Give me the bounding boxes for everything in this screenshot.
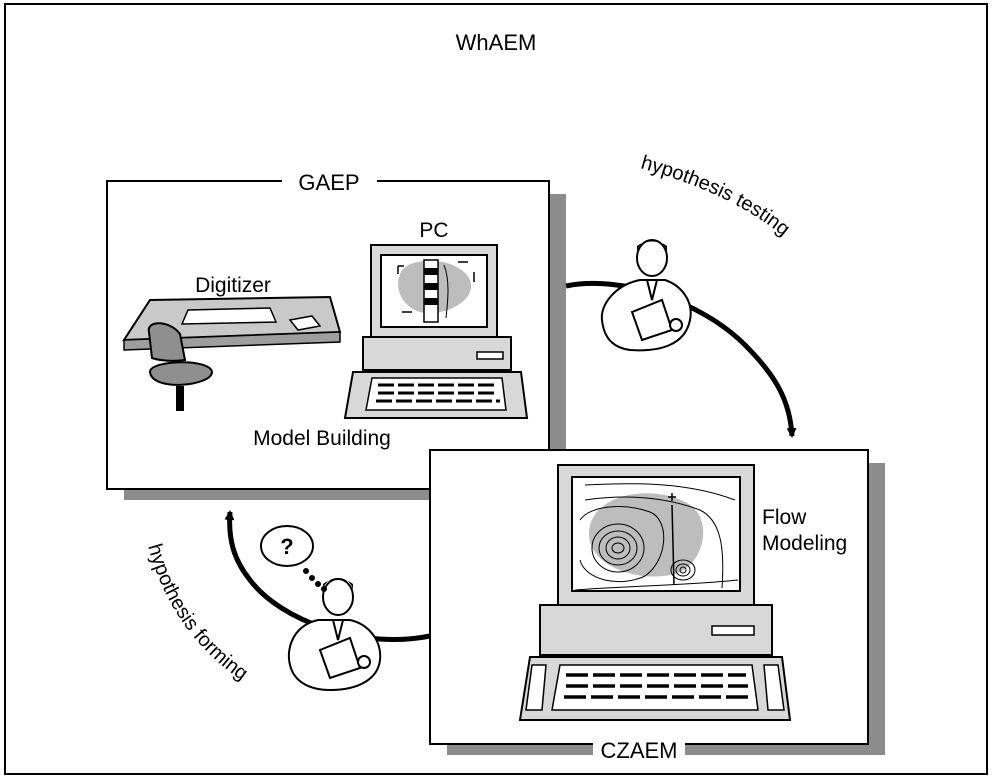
czaem-title: CZAEM [601, 738, 678, 763]
digitizer-label: Digitizer [195, 274, 271, 297]
czaem-computer [518, 464, 792, 721]
pc-label: PC [419, 219, 448, 242]
hypothesis-forming-arrow [224, 510, 431, 642]
thought-bubble [260, 525, 327, 592]
model-building-label: Model Building [253, 427, 391, 450]
person-hypothesis-testing [600, 239, 692, 352]
pc-computer [343, 244, 529, 419]
gaep-title-backdrop [282, 170, 377, 194]
flow-label: Flow [762, 506, 807, 529]
hypothesis-testing-arrow [565, 280, 797, 438]
digitizer-illustration [122, 295, 342, 411]
modeling-label: Modeling [762, 532, 847, 555]
gaep-title: GAEP [298, 170, 359, 195]
whaem-title: WhAEM [456, 30, 537, 55]
question-mark: ? [280, 534, 293, 559]
person-hypothesis-forming [287, 578, 382, 692]
czaem-title-backdrop [593, 738, 685, 762]
